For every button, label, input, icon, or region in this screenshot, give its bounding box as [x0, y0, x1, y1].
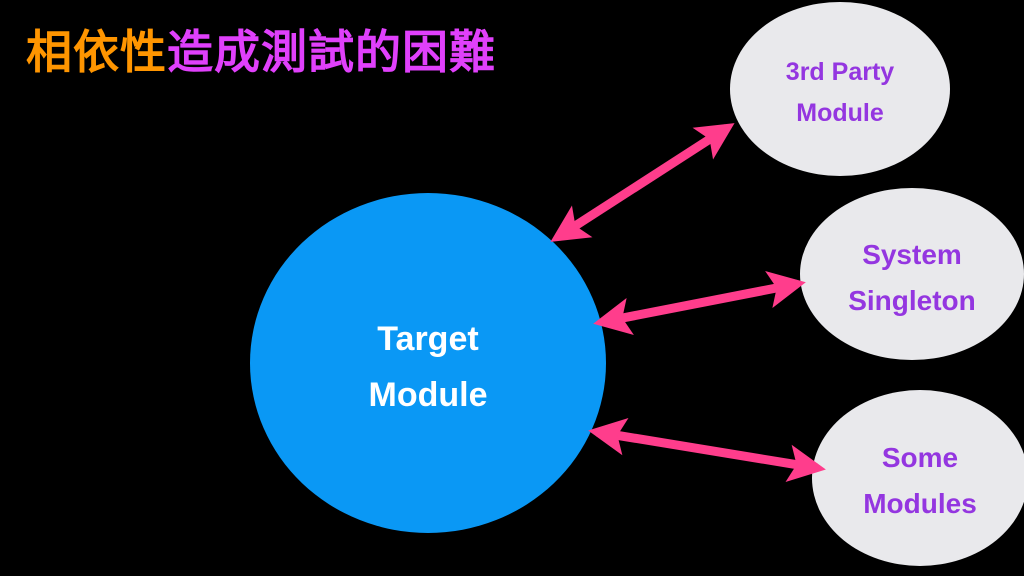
some-modules-label-line2: Modules [863, 488, 977, 519]
some-modules-label-line1: Some [882, 442, 958, 473]
system-singleton-label-line1: System [862, 239, 962, 270]
title-testing-difficulty: 造成測試的困難 [167, 25, 496, 79]
third-party-module-label-line1: 3rd Party [786, 58, 894, 86]
slide-title: 相依性造成測試的困難 [26, 22, 496, 82]
target-module-node [250, 193, 606, 533]
system-singleton-node [800, 188, 1024, 360]
target-module-label-line1: Target [377, 320, 478, 358]
third-party-module-node [730, 2, 950, 176]
arrow-target-third-party [550, 123, 735, 242]
target-module-label-line2: Module [369, 376, 488, 414]
system-singleton-label-line2: Singleton [848, 285, 976, 316]
some-modules-node [812, 390, 1024, 566]
title-dependency: 相依性 [26, 25, 167, 79]
third-party-module-label-line2: Module [796, 99, 884, 127]
arrow-target-some-modules [588, 417, 826, 483]
arrow-target-system-singleton [593, 270, 806, 336]
